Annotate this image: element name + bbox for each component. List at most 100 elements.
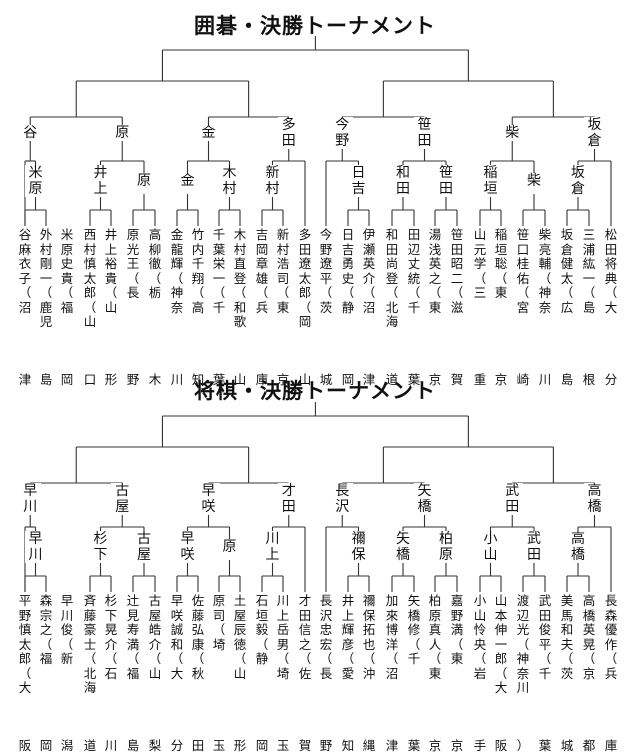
- player-name: 斉藤: [83, 593, 97, 623]
- go-player-entry: 木村直登（和歌山: [231, 227, 249, 388]
- shogi-player-entry: 渡辺光（神奈川）: [514, 593, 532, 754]
- player-name: 井上: [341, 593, 355, 623]
- player-prefecture: 津: [18, 372, 32, 387]
- shogi-player-entry: 土屋辰徳（山形: [231, 593, 249, 754]
- player-prefecture: 川: [170, 372, 184, 387]
- player-name: 柏原: [428, 593, 442, 623]
- go-player-entry: 千葉栄一（千葉: [210, 227, 228, 388]
- player-given-name-origin: 丈統（千: [407, 256, 421, 315]
- go-player-entry: 伊瀬英介（沼津: [360, 227, 378, 388]
- player-given-name-origin: 岳男（埼: [276, 622, 290, 681]
- player-name: 早咲: [170, 593, 184, 623]
- player-given-name-origin: 剛一（鹿児: [39, 256, 53, 329]
- player-prefecture: 梨: [148, 738, 162, 753]
- go-player-entry: 和田尚登（北海道: [383, 227, 401, 388]
- shogi-player-entry: 矢橋修（千葉: [405, 593, 423, 754]
- player-name: 和田: [385, 227, 399, 257]
- player-name: 金: [170, 227, 184, 242]
- go-player-entry: 湯浅英之（東京: [426, 227, 444, 388]
- player-prefecture: 潟: [60, 738, 74, 753]
- player-given-name-origin: 桂佑（宮: [516, 256, 530, 315]
- player-given-name-origin: 直登（和歌: [233, 256, 247, 329]
- go-player-entry: 坂倉健太（広島: [558, 227, 576, 388]
- go-player-entry: 西村慎太郎（山口: [81, 227, 99, 388]
- player-given-name-origin: 豪士（北海: [83, 622, 97, 695]
- shogi-round1-label: 武田: [523, 531, 545, 563]
- go-player-entry: 竹内千翔（高知: [189, 227, 207, 388]
- player-name: 多田遼太郎: [298, 227, 312, 300]
- go-round2-label: 原: [111, 125, 134, 141]
- player-prefecture: 野: [126, 372, 140, 387]
- player-given-name-origin: 寿満（福: [126, 622, 140, 681]
- player-name: 竹内: [191, 227, 205, 257]
- player-name: 松田: [604, 227, 618, 257]
- go-round2-label: 今野: [331, 117, 354, 149]
- shogi-player-entry: 平野慎太郎（大阪: [16, 593, 34, 754]
- player-given-name-origin: 優作（兵: [604, 622, 618, 681]
- player-given-name-origin: 千翔（高: [191, 256, 205, 315]
- player-given-name-origin: 裕貴（山: [104, 256, 118, 315]
- go-tournament-title: 囲碁・決勝トーナメント: [194, 14, 436, 38]
- player-prefecture: 島: [126, 738, 140, 753]
- shogi-player-entry: 嘉野満（東京: [448, 593, 466, 754]
- player-name: 原: [212, 593, 226, 608]
- player-given-name-origin: 俊（新: [60, 622, 74, 666]
- player-given-name-origin: 拓也（沖: [362, 622, 376, 681]
- go-player-entry: 吉岡章雄（兵庫: [253, 227, 271, 388]
- player-given-name-origin: 皓介（山: [148, 622, 162, 681]
- player-prefecture: 分: [170, 738, 184, 753]
- go-player-entry: 柴亮輔（神奈川: [536, 227, 554, 388]
- player-name: 伊瀬: [362, 227, 376, 257]
- player-name: 才田: [298, 593, 312, 623]
- shogi-round1-label: 早咲: [176, 531, 199, 563]
- player-given-name-origin: 光（神奈川: [516, 622, 530, 695]
- shogi-round1-label: 杉下: [89, 531, 112, 563]
- player-name: 辻見: [126, 593, 140, 623]
- player-prefecture: 賀: [298, 738, 312, 753]
- shogi-player-entry: 長沢忠宏（長野: [317, 593, 335, 754]
- player-prefecture: 島: [39, 372, 53, 387]
- shogi-player-entry: 高橋英晃（京都: [580, 593, 598, 754]
- shogi-player-entry: 斉藤豪士（北海道: [81, 593, 99, 754]
- player-prefecture: 道: [83, 738, 97, 753]
- player-given-name-origin: 亮輔（神奈: [538, 241, 552, 315]
- player-given-name-origin: 英晃（京: [582, 622, 596, 681]
- player-name: 森: [39, 593, 53, 608]
- shogi-player-entry: 美馬和夫（茨城: [558, 593, 576, 754]
- go-round2-label: 谷: [19, 125, 42, 141]
- player-given-name-origin: 聡（東: [494, 256, 508, 300]
- player-prefecture: 京: [494, 372, 508, 387]
- player-name: 高橋: [582, 593, 596, 623]
- player-given-name-origin: 晃介（石: [104, 622, 118, 681]
- player-given-name-origin: 栄一（千: [212, 256, 226, 315]
- player-prefecture: 阪: [18, 738, 32, 753]
- go-player-entry: 原光王（長野: [124, 227, 142, 388]
- shogi-round1-label: 古屋: [133, 531, 155, 563]
- go-round1-label: 和田: [392, 165, 414, 197]
- player-prefecture: 田: [191, 738, 205, 753]
- player-given-name-origin: 輝彦（愛: [341, 622, 355, 681]
- player-name: 柴: [538, 227, 552, 242]
- player-prefecture: 葉: [212, 372, 226, 387]
- player-prefecture: 岡: [60, 372, 74, 387]
- player-name: 川上: [276, 593, 290, 623]
- player-name: 長沢: [319, 593, 333, 623]
- player-given-name-origin: 和夫（茨: [560, 622, 574, 681]
- shogi-player-entry: 森宗之（福岡: [37, 593, 55, 754]
- player-name: 古屋: [148, 593, 162, 623]
- shogi-round1-label: 川上: [261, 531, 284, 563]
- go-player-entry: 米原史貴（福岡: [58, 227, 76, 388]
- shogi-round2-label: 早咲: [197, 483, 220, 515]
- shogi-player-entry: 古屋皓介（山梨: [146, 593, 164, 754]
- player-prefecture: 玉: [212, 738, 226, 753]
- go-player-entry: 松田将典（大分: [602, 227, 620, 388]
- shogi-player-entry: 佐藤弘康（秋田: [189, 593, 207, 754]
- player-name: 杉下: [104, 593, 118, 623]
- player-given-name-origin: 弘康（秋: [191, 622, 205, 681]
- player-given-name-origin: 光王（長: [126, 241, 140, 300]
- player-name: 新村: [276, 227, 290, 257]
- player-name: 禰保: [362, 593, 376, 623]
- player-given-name-origin: 満（東: [450, 622, 464, 666]
- player-given-name-origin: （大: [494, 665, 508, 695]
- player-given-name-origin: 章雄（兵: [255, 256, 269, 315]
